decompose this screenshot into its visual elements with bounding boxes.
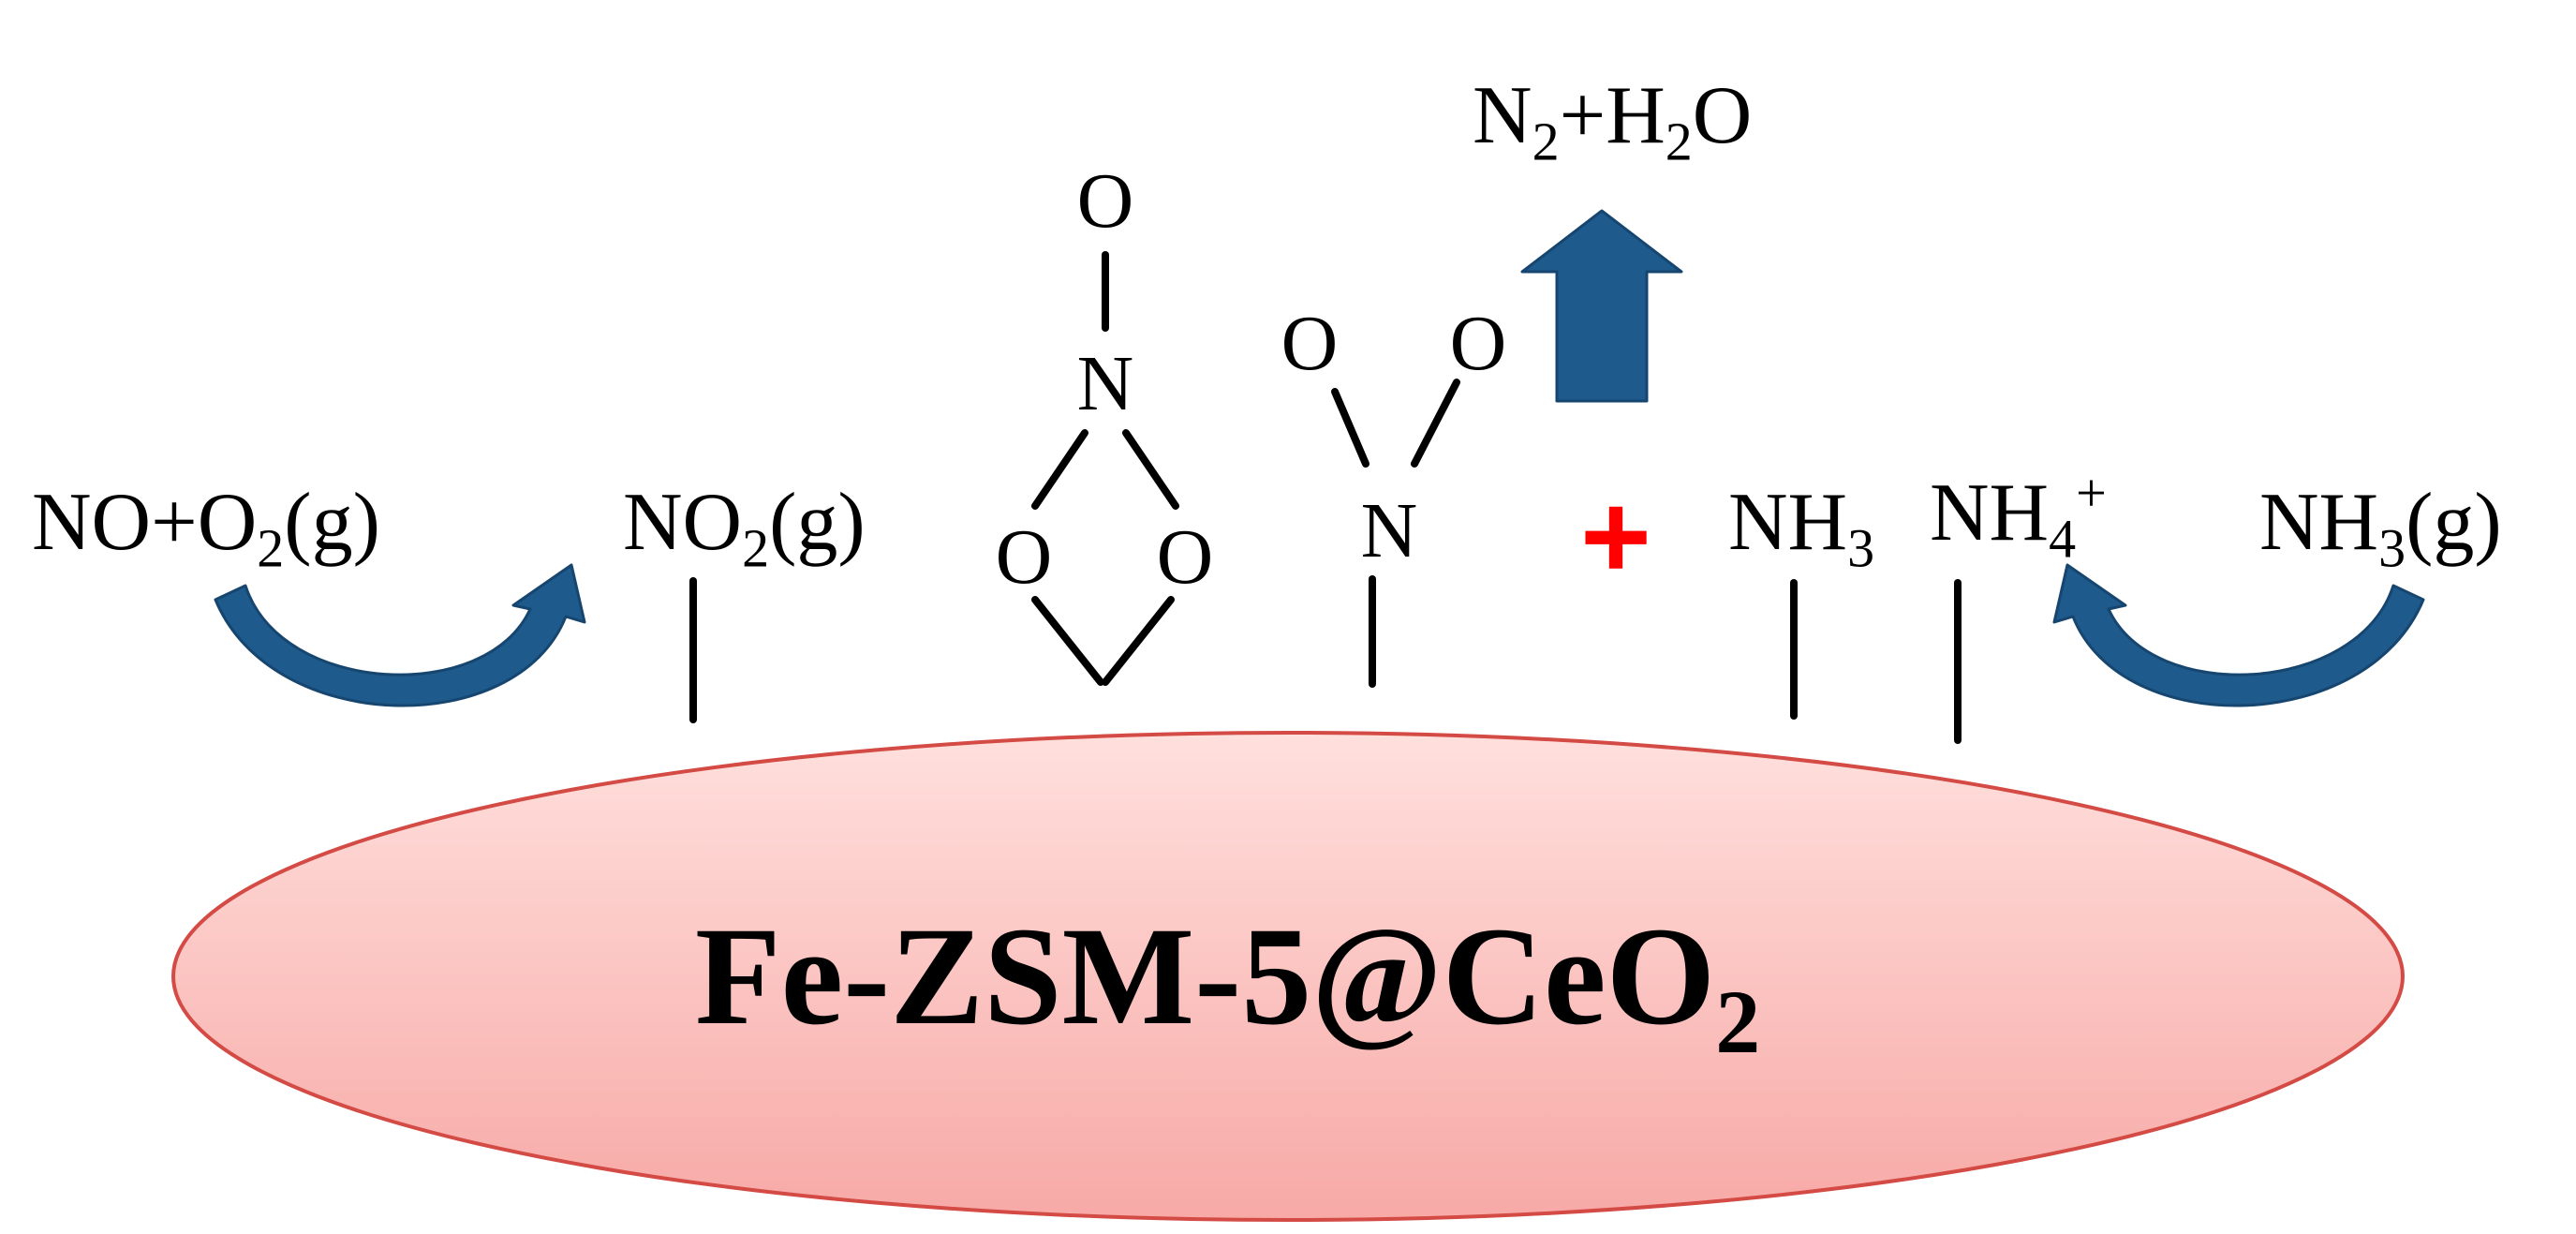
nh3-gas-label: NH3(g) <box>2259 477 2502 579</box>
nitrate-left-oxygen: O <box>995 513 1053 601</box>
nitro-left-oxygen: O <box>1281 300 1339 387</box>
catalyst-label: Fe-ZSM-5@CeO2 <box>695 899 1761 1072</box>
left-curved-arrow <box>214 563 586 707</box>
right-curved-arrow <box>2052 563 2425 707</box>
nitro-nitrogen: N <box>1360 487 1418 574</box>
catalyst-particle <box>171 731 2405 1222</box>
nitrate-o-surface-right <box>1102 596 1175 686</box>
nitrate-top-oxygen: O <box>1076 157 1134 245</box>
nitrate-n-o-left-bond <box>1031 429 1088 510</box>
nitrate-right-oxygen: O <box>1156 513 1214 601</box>
surface-bonds <box>689 251 1962 744</box>
no-o2-gas-label: NO+O2(g) <box>32 477 380 579</box>
no2-gas-label: NO2(g) <box>623 477 866 579</box>
nitro-right-oxygen: O <box>1449 300 1507 387</box>
plus-sign: + <box>1580 468 1651 604</box>
n2-h2o-product-label: N2+H2O <box>1473 70 1753 172</box>
nitro-n-o-right-bond <box>1411 379 1460 468</box>
nitrate-nitrogen: N <box>1076 340 1134 427</box>
nh4-adsorbed-label: NH4+ <box>1930 462 2107 570</box>
product-release-arrow <box>1520 209 1683 403</box>
nitrate-o-surface-left <box>1031 596 1104 686</box>
nitro-n-o-left-bond <box>1331 388 1369 468</box>
nitrate-n-o-right-bond <box>1122 429 1179 510</box>
nh3-adsorbed-label: NH3 <box>1728 477 1875 579</box>
